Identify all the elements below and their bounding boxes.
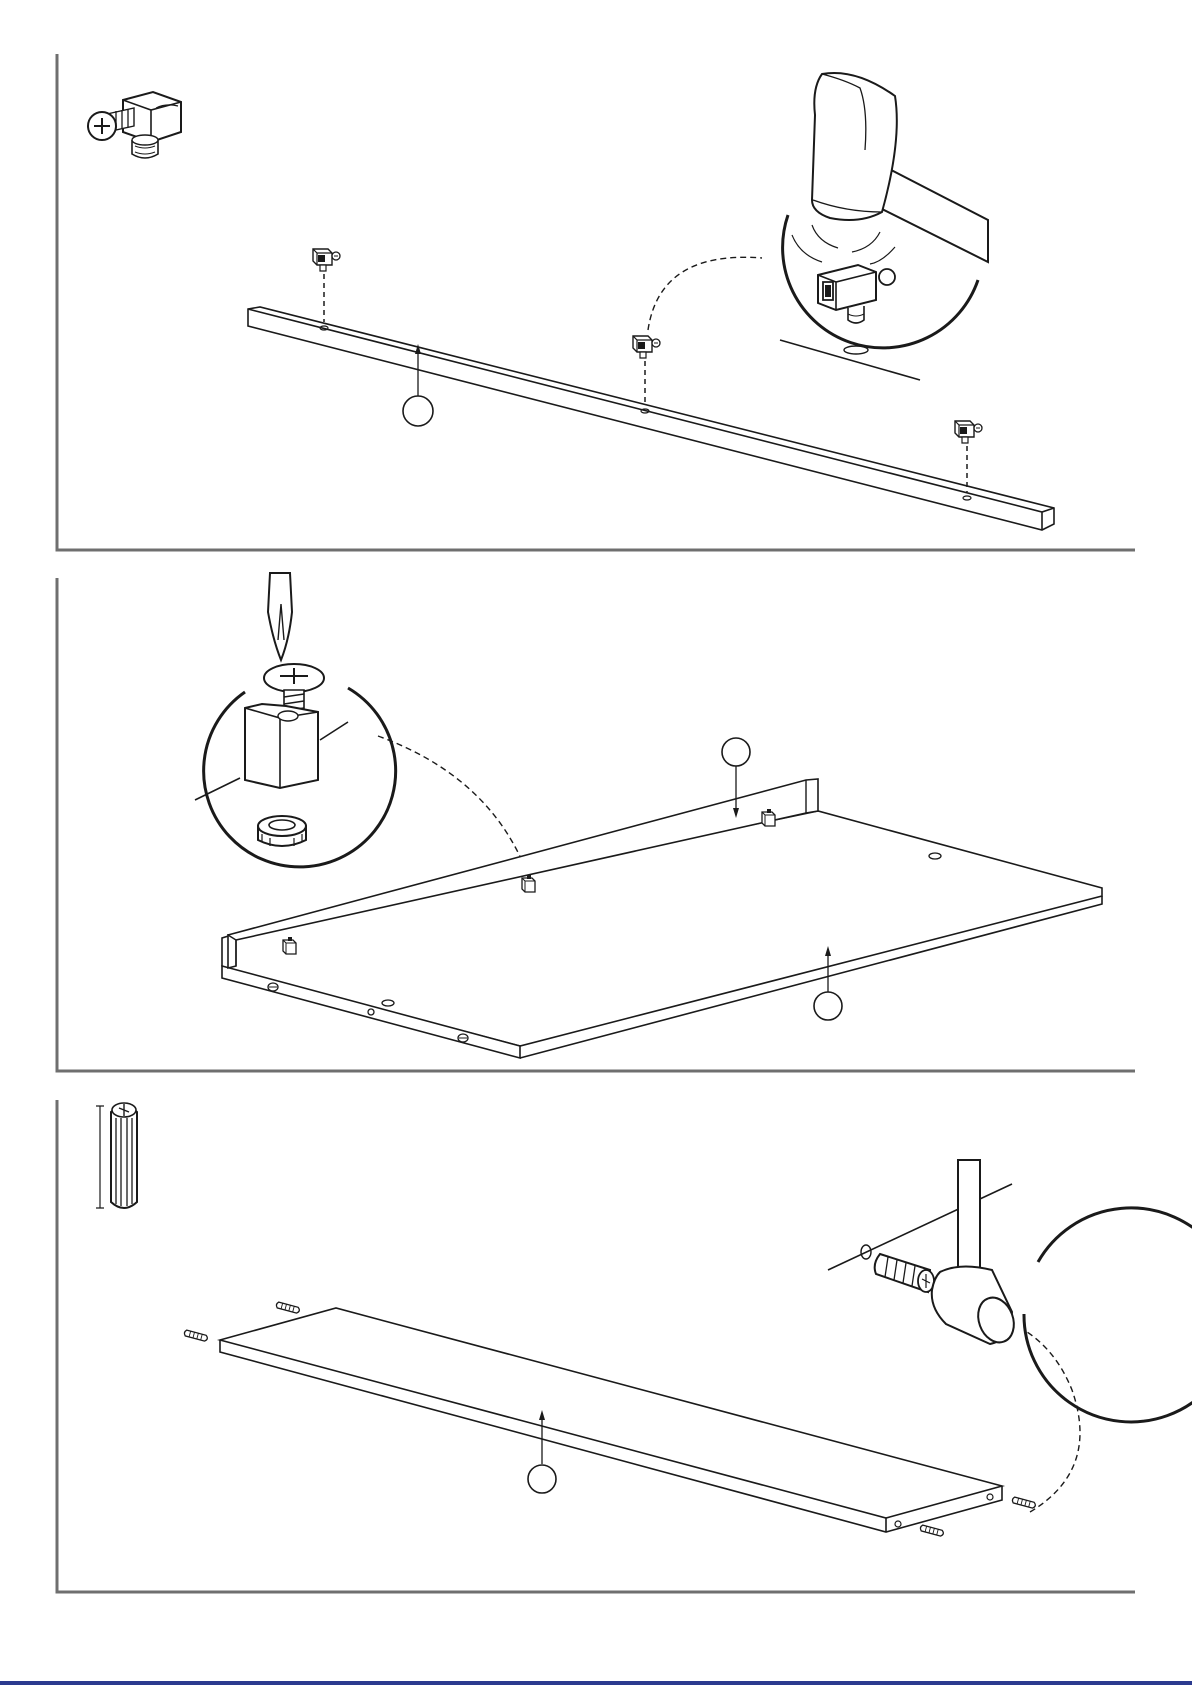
cam-nut-icon [258,816,306,846]
cam-fitting-icon [313,249,340,322]
panel-frame [57,54,1135,550]
panel-step-attach-rail [57,573,1135,1071]
panel-step-dowels [57,1100,1192,1592]
detail-magnifier [828,1160,1192,1422]
detail-magnifier [195,664,396,867]
base-panel [222,811,1102,1058]
cam-block-icon [245,704,318,788]
detail-magnifier [780,73,988,380]
dowel-icon [920,1525,944,1537]
dowel-icon [184,1330,208,1342]
screw-icon [458,1034,468,1042]
screw-icon [268,983,278,991]
dowel-icon [875,1254,934,1292]
detail-leader [378,736,526,870]
panel-step-cam-fittings [57,54,1135,550]
mallet-icon [932,1160,1020,1347]
dowel-hole [895,1521,901,1527]
dowel-hole [987,1494,993,1500]
shelf-board [220,1308,1002,1532]
cam-fitting-icon [818,265,895,323]
cam-fitting-icon [88,92,181,158]
dowel-icon [96,1103,137,1208]
dowel-icon [1012,1497,1036,1509]
page-bottom-rule [0,1681,1192,1685]
dowel-icon [276,1302,300,1314]
screwdriver-icon [268,573,292,660]
cam-fitting-icon [633,336,660,405]
mallet-icon [812,73,988,262]
detail-leader [648,257,762,330]
cam-fitting-icon [955,421,982,492]
